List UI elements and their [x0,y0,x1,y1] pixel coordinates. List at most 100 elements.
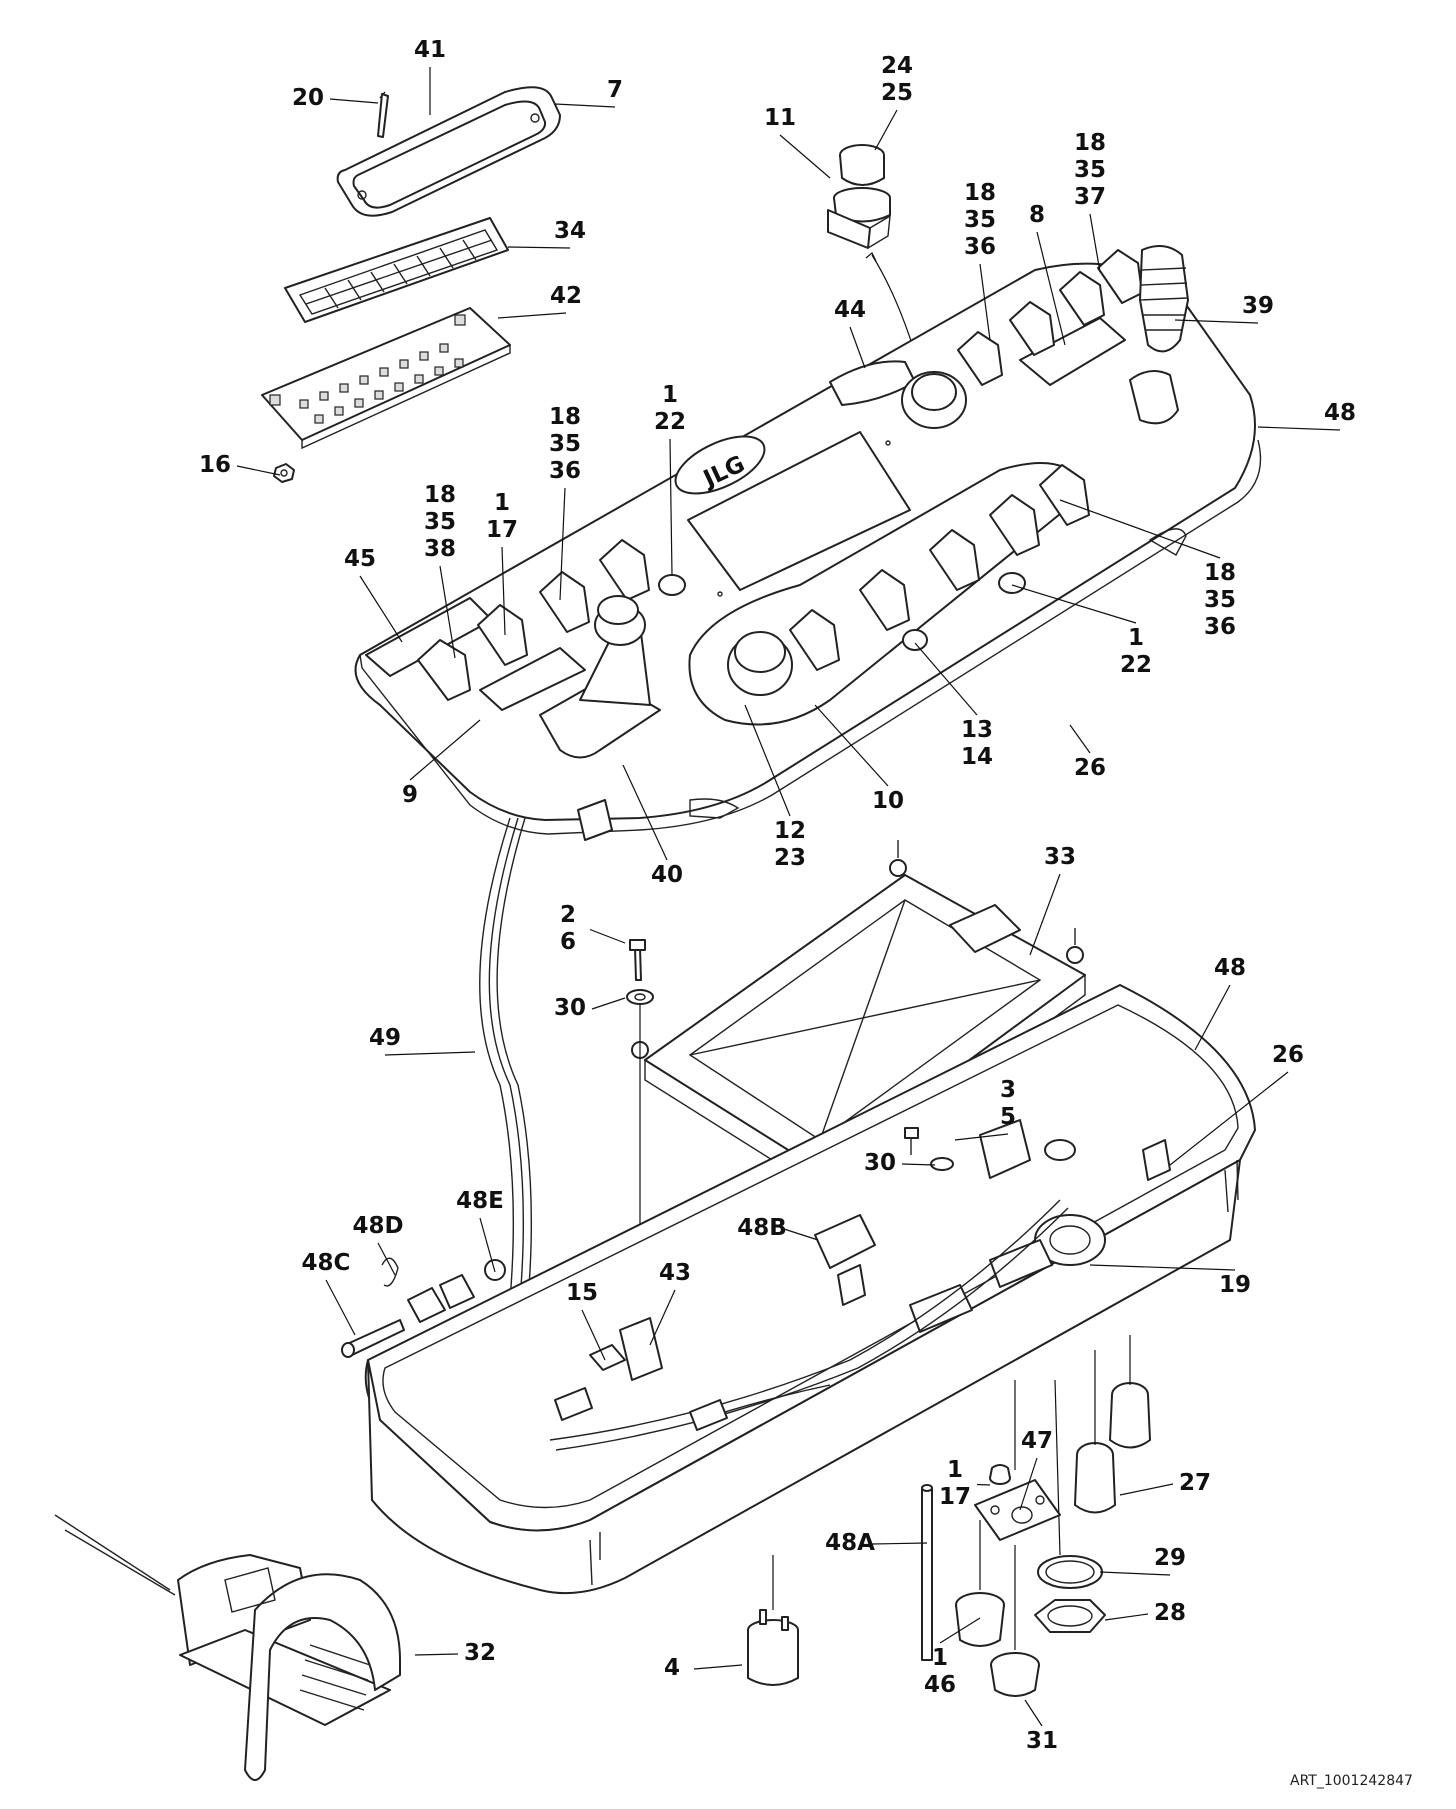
callout-48E: 48E [456,1188,504,1214]
leader-line [1194,984,1231,1051]
callout-number: 1 [947,1457,963,1483]
callout-number: 36 [964,234,996,260]
leader-line [236,465,281,476]
leader-line [1029,873,1061,956]
emergency-stop-switch [827,144,891,249]
callout-number: 47 [1021,1428,1053,1454]
callout-20: 20 [292,85,324,111]
callout-10: 10 [872,788,904,814]
leader-line [874,109,898,151]
callout-number: 35 [1204,587,1236,613]
leader-line [591,997,626,1010]
callout-number: 32 [464,1640,496,1666]
callout-number: 1 [662,382,678,408]
callout-number: 49 [369,1025,401,1051]
callout-number: 18 [1204,560,1236,586]
callout-number: 48D [352,1213,403,1239]
callout-number: 48 [1324,400,1356,426]
callout-16: 16 [199,452,231,478]
leader-line [939,1617,981,1644]
foot-switch-32 [54,1514,401,1781]
leader-line [1119,1483,1174,1496]
callout-number: 36 [549,458,581,484]
callout-9: 9 [402,782,418,808]
circuit-board [261,307,511,483]
membrane-switch-panel [284,217,509,323]
leader-line [439,565,456,659]
callout-40: 40 [651,862,683,888]
callout-number: 22 [1120,652,1152,678]
callout-48D: 48D [352,1213,403,1239]
leader-line [849,326,866,369]
leader-line [649,1289,676,1346]
leader-line [497,312,567,319]
leader-line [559,487,566,601]
callout-number: 26 [1272,1042,1304,1068]
callout-number: 39 [1242,293,1274,319]
leader-line [507,246,571,249]
leader-line [622,764,668,861]
cable-glands [1074,1335,1151,1514]
callout-15: 15 [566,1280,598,1306]
callout-48-right: 48 [1214,955,1246,981]
callout-26-top: 26 [1074,755,1106,781]
leader-line [783,1228,819,1241]
leader-line [414,1653,459,1656]
leader-line [1174,319,1259,324]
callout-number: 13 [961,717,993,743]
callout-number: 14 [961,744,993,770]
ring-31 [990,1545,1040,1697]
callout-number: 18 [964,180,996,206]
callout-leader-lines [236,67,1341,1727]
leader-line [377,1242,396,1276]
callout-number: 1 [932,1645,948,1671]
callout-44: 44 [834,297,866,323]
callout-31: 31 [1026,1728,1058,1754]
callout-47: 47 [1021,1428,1053,1454]
leader-line [1059,499,1221,559]
callout-8: 8 [1029,202,1045,228]
leader-line [1169,1071,1289,1166]
callout-number: 6 [560,929,576,955]
callout-number: 38 [424,536,456,562]
leader-line [976,1483,991,1486]
callout-number: 9 [402,782,418,808]
callout-number: 48E [456,1188,504,1214]
leader-line [779,134,831,179]
leader-line [901,1163,936,1166]
callout-number: 18 [1074,130,1106,156]
leader-line [1089,1264,1236,1271]
control-console-base [341,984,1256,1595]
leader-line [479,1217,496,1273]
callout-11: 11 [764,105,796,131]
callout-number: 44 [834,297,866,323]
leader-line [1019,1457,1038,1511]
callout-number: 29 [1154,1545,1186,1571]
callout-number: 19 [1219,1272,1251,1298]
leader-line [693,1664,743,1670]
callout-45: 45 [344,546,376,572]
leader-line [384,1051,476,1056]
callout-number: 35 [1074,157,1106,183]
callout-number: 48B [737,1215,787,1241]
callout-number: 27 [1179,1470,1211,1496]
callout-34: 34 [554,218,586,244]
callout-30-top: 30 [554,995,586,1021]
callout-number: 43 [659,1260,691,1286]
callout-number: 1 [494,490,510,516]
leader-line [1024,1699,1043,1727]
callout-number: 36 [1204,614,1236,640]
callout-28: 28 [1154,1600,1186,1626]
callout-number: 25 [881,80,913,106]
